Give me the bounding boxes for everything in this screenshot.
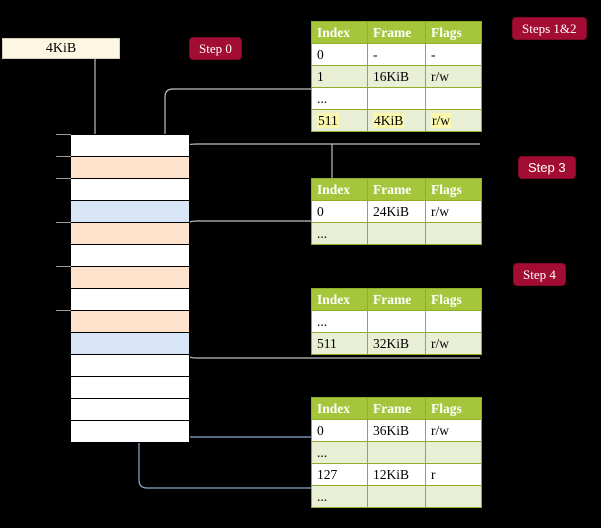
- memory-frame-row: [71, 135, 189, 157]
- table-cell-index: 511: [311, 109, 368, 132]
- table-cell-index: ...: [311, 87, 368, 110]
- badge-step-4: Step 4: [514, 264, 565, 285]
- table-cell-flags: [425, 485, 482, 508]
- badge-steps-1-2: Steps 1&2: [513, 18, 586, 39]
- table-cell-flags: r/w: [425, 65, 482, 88]
- table-cell-index: ...: [311, 222, 368, 245]
- highlighted-value: 4KiB: [373, 112, 405, 128]
- table-cell-frame: [367, 87, 426, 110]
- table-row: ...: [311, 485, 482, 508]
- column-header-flags: Flags: [425, 178, 482, 201]
- table-cell-frame: 4KiB: [367, 109, 426, 132]
- column-header-index: Index: [311, 397, 368, 420]
- memory-frame-row: [71, 245, 189, 267]
- memory-tick: [56, 178, 71, 179]
- table-cell-frame: [367, 222, 426, 245]
- column-header-index: Index: [311, 21, 368, 44]
- table-row: 0--: [311, 43, 482, 66]
- table-cell-flags: r/w: [425, 419, 482, 442]
- physical-memory-column: [70, 134, 190, 443]
- memory-tick: [56, 266, 71, 267]
- table-cell-flags: [425, 441, 482, 464]
- table-row: ...: [311, 310, 482, 333]
- table-cell-index: ...: [311, 310, 368, 333]
- memory-frame-row: [71, 355, 189, 377]
- memory-tick: [56, 310, 71, 311]
- column-header-index: Index: [311, 178, 368, 201]
- table-cell-index: 0: [311, 43, 368, 66]
- table-cell-frame: 32KiB: [367, 332, 426, 355]
- table-cell-flags: [425, 310, 482, 333]
- memory-tick: [56, 222, 71, 223]
- badge-step-3: Step 3: [519, 157, 575, 178]
- table-cell-frame: 16KiB: [367, 65, 426, 88]
- column-header-flags: Flags: [425, 288, 482, 311]
- table-cell-frame: [367, 441, 426, 464]
- column-header-frame: Frame: [367, 178, 426, 201]
- table-cell-flags: -: [425, 43, 482, 66]
- table-cell-flags: [425, 87, 482, 110]
- table-cell-index: 511: [311, 332, 368, 355]
- memory-frame-row: [71, 267, 189, 289]
- column-header-frame: Frame: [367, 21, 426, 44]
- table-row: ...: [311, 222, 482, 245]
- table-row: ...: [311, 87, 482, 110]
- memory-frame-row: [71, 157, 189, 179]
- table-cell-flags: r/w: [425, 200, 482, 223]
- table-cell-frame: 12KiB: [367, 463, 426, 486]
- source-frame-box: 4KiB: [2, 38, 120, 59]
- memory-frame-row: [71, 377, 189, 399]
- table-cell-index: ...: [311, 485, 368, 508]
- table-cell-frame: 36KiB: [367, 419, 426, 442]
- table-cell-frame: [367, 310, 426, 333]
- memory-frame-row: [71, 201, 189, 223]
- column-header-frame: Frame: [367, 288, 426, 311]
- column-header-flags: Flags: [425, 397, 482, 420]
- table-cell-index: ...: [311, 441, 368, 464]
- highlighted-value: r/w: [431, 112, 451, 128]
- memory-tick: [56, 134, 71, 135]
- table-cell-flags: r: [425, 463, 482, 486]
- memory-frame-row: [71, 179, 189, 201]
- table-cell-frame: 24KiB: [367, 200, 426, 223]
- memory-frame-row: [71, 311, 189, 333]
- memory-frame-row: [71, 289, 189, 311]
- table-row: 511 4KiB r/w: [311, 109, 482, 132]
- memory-frame-row: [71, 223, 189, 245]
- table-cell-flags: [425, 222, 482, 245]
- memory-tick: [56, 156, 71, 157]
- highlighted-value: 511: [317, 112, 339, 128]
- column-header-flags: Flags: [425, 21, 482, 44]
- table-cell-index: 1: [311, 65, 368, 88]
- table-cell-index: 0: [311, 200, 368, 223]
- table-cell-index: 0: [311, 419, 368, 442]
- table-cell-frame: -: [367, 43, 426, 66]
- table-cell-flags: r/w: [425, 109, 482, 132]
- table-cell-frame: [367, 485, 426, 508]
- table-cell-flags: r/w: [425, 332, 482, 355]
- memory-frame-row: [71, 333, 189, 355]
- memory-frame-row: [71, 399, 189, 421]
- table-row: ...: [311, 441, 482, 464]
- column-header-index: Index: [311, 288, 368, 311]
- badge-step-0: Step 0: [190, 38, 241, 59]
- memory-frame-row: [71, 421, 189, 443]
- table-cell-index: 127: [311, 463, 368, 486]
- column-header-frame: Frame: [367, 397, 426, 420]
